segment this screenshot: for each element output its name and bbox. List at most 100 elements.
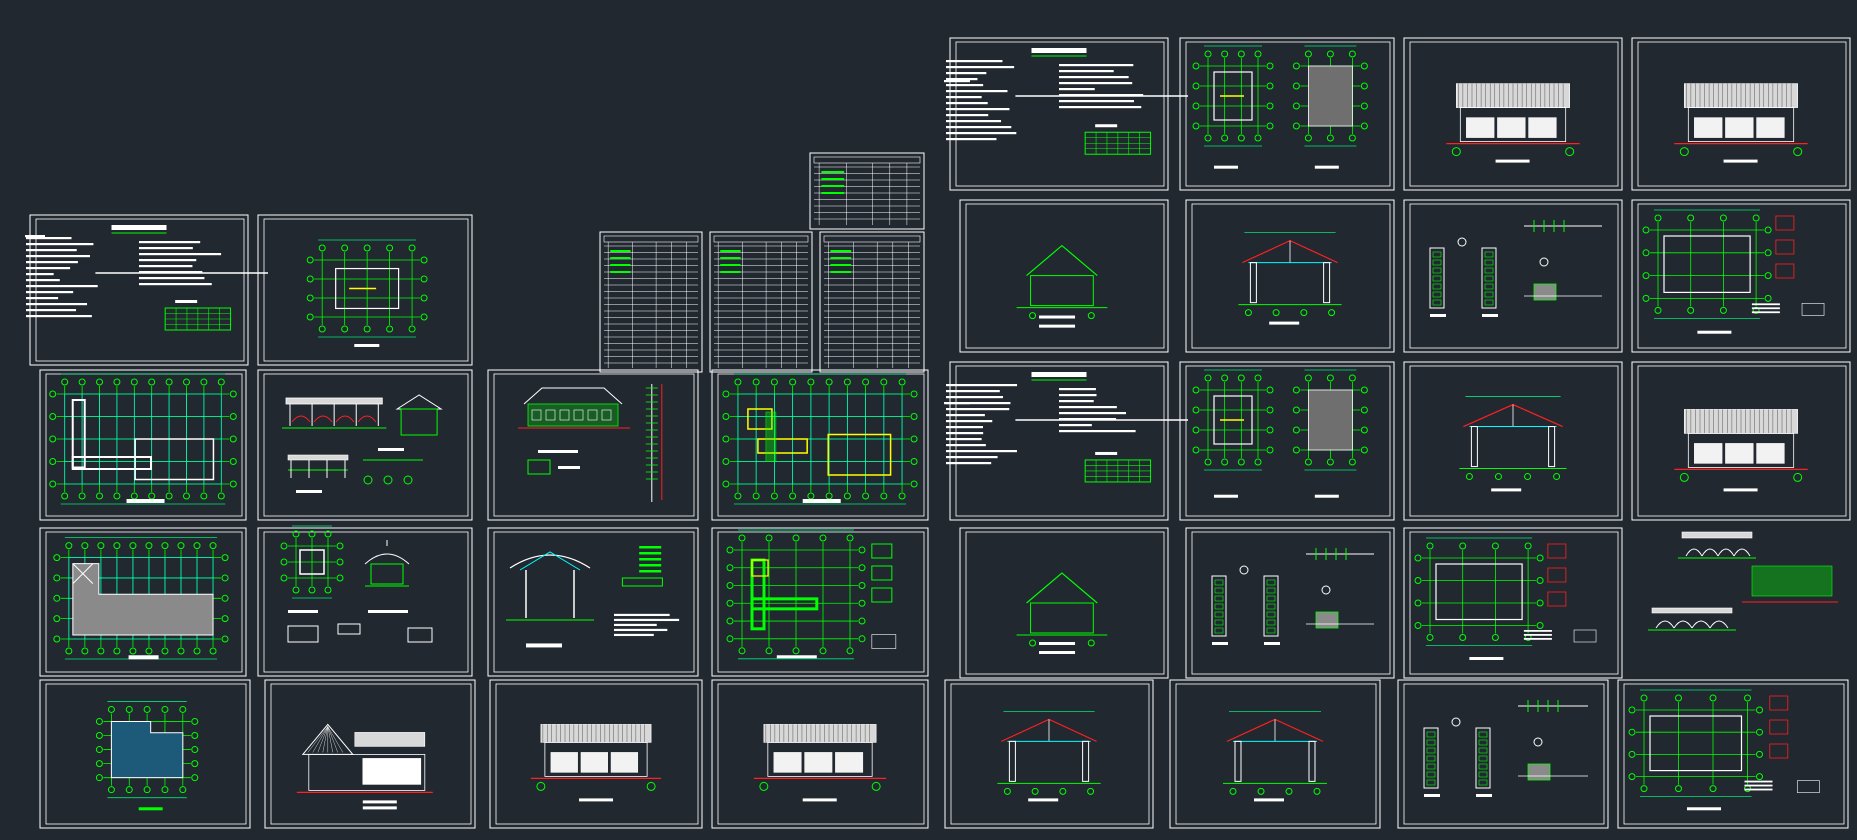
axis-bubble [78, 378, 86, 386]
axis-bubble [1348, 134, 1356, 142]
axis-bubble [1628, 728, 1636, 736]
rect [263, 373, 469, 517]
axis-bubble [1360, 386, 1368, 394]
axis-bubble [1744, 694, 1751, 702]
rect [26, 303, 88, 306]
axis-bubble [1204, 50, 1212, 58]
axis-bubble [193, 542, 201, 550]
axis-bubble [78, 492, 86, 500]
axis-bubble [1237, 458, 1245, 466]
rect [946, 390, 1000, 393]
rect [1482, 314, 1498, 317]
rect [362, 806, 397, 810]
axis-bubble [734, 378, 742, 386]
rect [45, 683, 247, 825]
axis-bubble [1642, 272, 1650, 280]
rect [299, 549, 325, 575]
rect [711, 369, 929, 521]
arch [335, 415, 355, 423]
axis-bubble [1244, 309, 1252, 317]
axis-bubble [910, 458, 918, 465]
axis-bubble [846, 534, 854, 542]
axis-bubble [129, 542, 137, 550]
axis-bubble [1793, 472, 1803, 482]
rect [946, 402, 1011, 405]
rect [1491, 488, 1522, 492]
rect [1059, 106, 1142, 109]
axis-bubble [318, 325, 326, 333]
rect [139, 247, 193, 250]
rect [26, 243, 94, 246]
rect [1179, 37, 1395, 191]
rect [747, 408, 773, 430]
axis-bubble [1360, 82, 1368, 90]
rect [527, 403, 619, 427]
axis-bubble [229, 413, 237, 420]
axis-bubble [191, 774, 199, 782]
axis-bubble [49, 413, 57, 420]
rect [1459, 107, 1567, 142]
axis-bubble [420, 256, 428, 264]
rect [711, 527, 929, 677]
rect [720, 250, 741, 252]
arch [357, 415, 377, 423]
axis-bubble [420, 294, 428, 302]
rect [407, 627, 433, 643]
rect [1548, 426, 1556, 468]
rect [1031, 372, 1087, 377]
rect [830, 264, 852, 266]
axis-bubble [1451, 717, 1461, 727]
axis-bubble [1257, 787, 1265, 795]
axis-bubble [95, 746, 103, 754]
axis-bubble [880, 378, 888, 386]
axis-bubble [420, 313, 428, 321]
sheet-door-details-b [1403, 199, 1623, 353]
rect [26, 309, 77, 312]
rect [1039, 642, 1076, 645]
rect [1723, 488, 1758, 492]
rect [1751, 311, 1780, 314]
rect [1687, 807, 1721, 811]
rect [717, 683, 925, 825]
axis-bubble [148, 378, 156, 386]
axis-bubble [221, 594, 229, 602]
sheet-gable-c [959, 527, 1169, 679]
axis-bubble [1687, 214, 1695, 222]
sheet-corridor-section [487, 369, 699, 521]
rect [614, 618, 680, 622]
rect [946, 438, 982, 441]
sheet-gate-section [487, 527, 699, 677]
rect [558, 466, 580, 469]
rect [1547, 543, 1567, 559]
rect [1769, 695, 1789, 711]
axis-bubble [1237, 134, 1245, 142]
rect [944, 80, 970, 83]
axis-bubble [53, 554, 61, 562]
axis-bubble [1764, 249, 1772, 257]
axis-bubble [1313, 787, 1321, 795]
axis-bubble [1719, 214, 1727, 222]
rect [1185, 365, 1391, 517]
axis-bubble [1292, 446, 1300, 454]
rect [614, 633, 654, 637]
axis-bubble [1536, 577, 1544, 584]
rect [1266, 611, 1276, 618]
rect [1426, 747, 1436, 754]
rect [1264, 642, 1280, 645]
drawing-sheets [25, 37, 1851, 829]
sheet-schedule-1 [599, 231, 703, 373]
axis-bubble [722, 413, 730, 420]
axis-bubble [843, 492, 851, 500]
axis-bubble [336, 574, 344, 582]
rect [1478, 779, 1488, 786]
axis-bubble [221, 574, 229, 582]
rect [139, 259, 197, 262]
rect [821, 178, 845, 180]
axis-bubble [308, 530, 316, 538]
rect [1212, 642, 1228, 645]
rect [830, 250, 852, 252]
axis-bubble [858, 546, 866, 554]
rect [1266, 627, 1276, 634]
rect [39, 369, 247, 521]
